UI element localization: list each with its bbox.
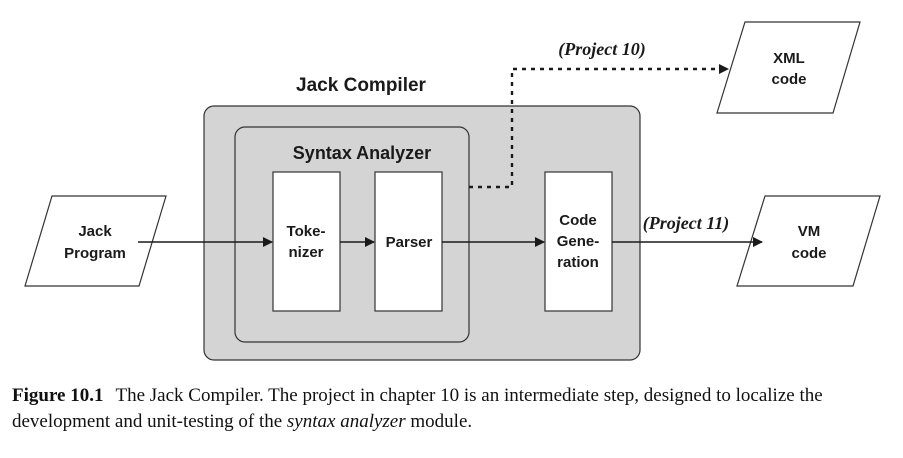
project-11-label: (Project 11) xyxy=(643,213,729,234)
codegen-label-line3: ration xyxy=(557,254,599,271)
jack-program-label-line2: Program xyxy=(64,245,126,262)
tokenizer-box xyxy=(272,171,341,312)
caption-text-part1: The Jack Compiler. The project in chapte… xyxy=(12,385,823,432)
parser-label: Parser xyxy=(386,234,433,251)
xml-code-label-line2: code xyxy=(771,71,806,88)
vm-code-label-line2: code xyxy=(791,245,826,262)
figure-label: Figure 10.1 xyxy=(12,385,104,406)
codegen-label-line1: Code xyxy=(559,212,597,229)
vm-code-label-line1: VM xyxy=(798,223,821,240)
tokenizer-label-line2: nizer xyxy=(288,244,323,261)
syntax-analyzer-title: Syntax Analyzer xyxy=(293,143,431,163)
xml-code-label-line1: XML xyxy=(773,50,805,67)
caption-text-part2: module. xyxy=(405,411,473,432)
vm-code-output xyxy=(736,195,881,287)
compiler-diagram: Jack Compiler Syntax Analyzer Toke- nize… xyxy=(24,21,881,361)
parser-box xyxy=(374,171,443,312)
jack-program-label-line1: Jack xyxy=(78,223,112,240)
tokenizer-label-line1: Toke- xyxy=(287,223,326,240)
xml-code-output xyxy=(716,21,861,114)
jack-compiler-title: Jack Compiler xyxy=(296,75,426,96)
codegen-label-line2: Gene- xyxy=(557,233,600,250)
project-10-label: (Project 10) xyxy=(558,39,645,60)
caption-emphasis: syntax analyzer xyxy=(286,411,406,432)
jack-program-input xyxy=(24,195,167,287)
dotted-path-to-xml xyxy=(469,64,729,189)
